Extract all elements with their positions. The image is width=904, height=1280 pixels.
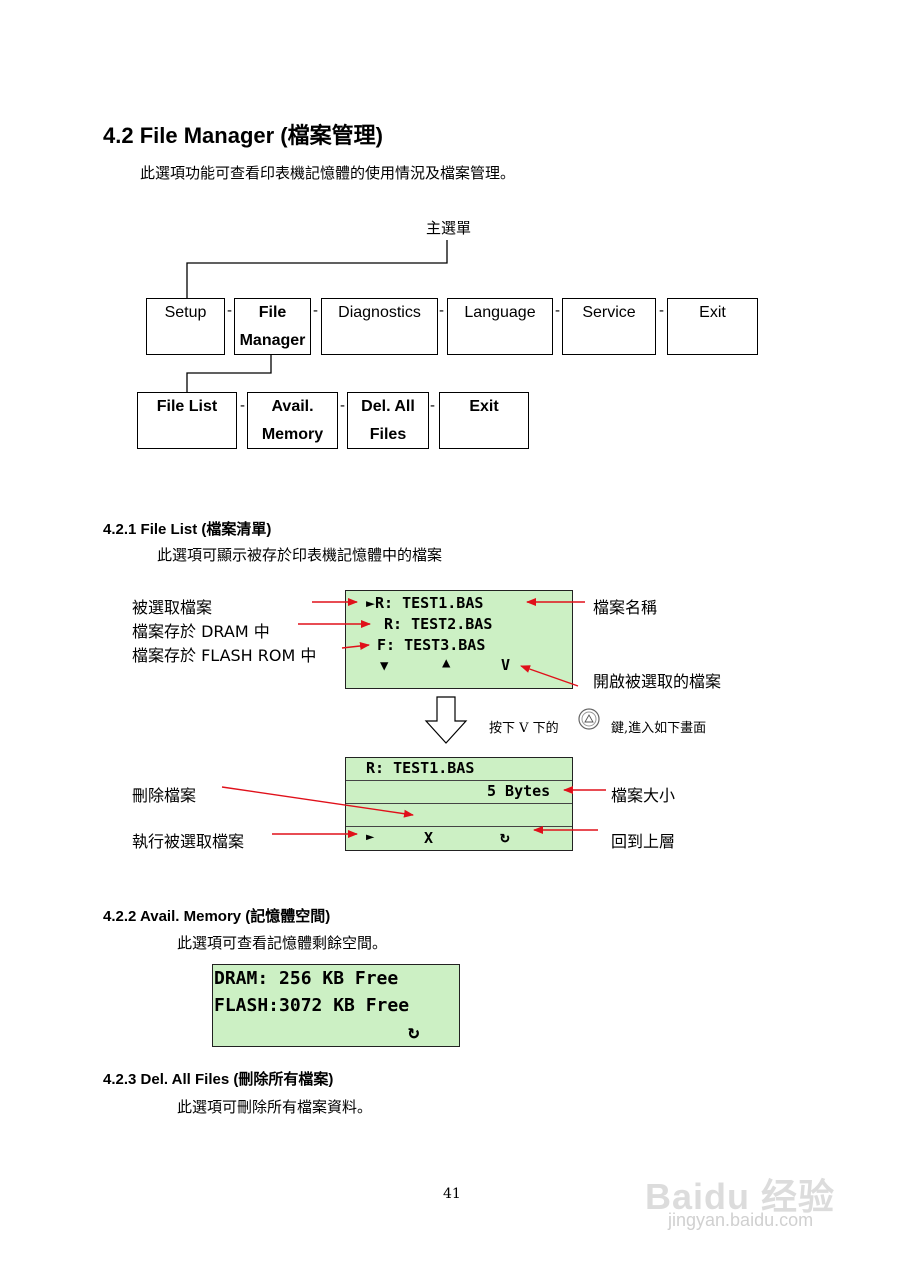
menu-language-label: Language xyxy=(464,304,536,321)
menu-sep: - xyxy=(240,397,245,414)
submenu-avail-memory: Avail. Memory xyxy=(247,392,338,449)
delete-x-icon: X xyxy=(424,829,434,847)
down-arrow-icon: ▼ xyxy=(380,658,389,674)
detail-file-size: 5 Bytes xyxy=(487,782,551,800)
submenu-memory-label: Memory xyxy=(261,426,324,443)
submenu-exit: Exit xyxy=(439,392,529,449)
label-selected-file: 被選取檔案 xyxy=(132,598,213,617)
menu-sep: - xyxy=(227,302,232,319)
menu-service: Service xyxy=(562,298,656,355)
menu-diagnostics: Diagnostics xyxy=(321,298,438,355)
memory-lcd: DRAM: 256 KB Free FLASH:3072 KB Free ↻ xyxy=(212,964,460,1047)
submenu-avail-label: Avail. xyxy=(271,398,314,415)
detail-file-name: R: TEST1.BAS xyxy=(366,759,475,777)
lcd-line-2: R: TEST2.BAS xyxy=(384,615,493,633)
menu-sep: - xyxy=(555,302,560,319)
menu-sep: - xyxy=(430,397,435,414)
subsection-title-file-list: 4.2.1 File List (檔案清單) xyxy=(103,521,272,538)
return-icon: ↻ xyxy=(500,827,510,846)
subsection-desc-file-list: 此選項可顯示被存於印表機記憶體中的檔案 xyxy=(157,546,443,564)
up-arrow-icon: ▲ xyxy=(442,655,451,671)
lcd-divider xyxy=(346,826,572,827)
dram-free-line: DRAM: 256 KB Free xyxy=(214,968,399,989)
label-open-selected: 開啟被選取的檔案 xyxy=(593,672,722,691)
play-icon: ► xyxy=(366,829,375,845)
menu-setup: Setup xyxy=(146,298,225,355)
menu-diagnostics-label: Diagnostics xyxy=(338,304,421,321)
label-delete-file: 刪除檔案 xyxy=(132,786,197,805)
submenu-del-all-label: Del. All xyxy=(361,398,415,415)
label-back-upper: 回到上層 xyxy=(611,832,676,851)
menu-sep: - xyxy=(313,302,318,319)
menu-file-label: File xyxy=(258,304,287,321)
menu-sep: - xyxy=(659,302,664,319)
label-file-name: 檔案名稱 xyxy=(593,598,658,617)
lcd-line-3: F: TEST3.BAS xyxy=(377,636,486,654)
menu-exit-label: Exit xyxy=(699,304,726,321)
menu-sep: - xyxy=(439,302,444,319)
lcd-divider xyxy=(346,803,572,804)
menu-setup-label: Setup xyxy=(164,304,207,321)
subsection-title-avail-memory: 4.2.2 Avail. Memory (記憶體空間) xyxy=(103,908,331,925)
subsection-desc-avail-memory: 此選項可查看記憶體剩餘空間。 xyxy=(177,934,388,952)
press-instruction-after: 鍵,進入如下畫面 xyxy=(611,721,707,736)
menu-language: Language xyxy=(447,298,553,355)
menu-exit: Exit xyxy=(667,298,758,355)
open-key-label: V xyxy=(501,656,511,674)
label-dram-file: 檔案存於 DRAM 中 xyxy=(132,622,270,641)
watermark-brand: Baidu 经验 xyxy=(645,1176,836,1217)
menu-service-label: Service xyxy=(582,304,636,321)
press-instruction-before: 按下 V 下的 xyxy=(489,721,559,736)
lcd-divider xyxy=(346,780,572,781)
lcd-line-1: ►R: TEST1.BAS xyxy=(366,594,484,612)
flash-free-line: FLASH:3072 KB Free xyxy=(214,995,410,1016)
label-execute-file: 執行被選取檔案 xyxy=(132,832,245,851)
subsection-desc-del-all: 此選項可刪除所有檔案資料。 xyxy=(177,1098,373,1116)
page-number: 41 xyxy=(443,1186,461,1202)
file-list-lcd: ►R: TEST1.BAS R: TEST2.BAS F: TEST3.BAS … xyxy=(345,590,573,689)
menu-sep: - xyxy=(340,397,345,414)
main-menu-label: 主選單 xyxy=(426,219,472,237)
menu-manager-label: Manager xyxy=(239,332,306,349)
file-detail-lcd: R: TEST1.BAS 5 Bytes ► X ↻ xyxy=(345,757,573,851)
subsection-title-del-all: 4.2.3 Del. All Files (刪除所有檔案) xyxy=(103,1071,334,1088)
label-flash-file: 檔案存於 FLASH ROM 中 xyxy=(132,646,317,665)
baidu-watermark-logo: Baidu 经验 xyxy=(645,1168,835,1220)
watermark-url: jingyan.baidu.com xyxy=(668,1210,814,1230)
label-file-size: 檔案大小 xyxy=(611,786,676,805)
submenu-file-list-label: File List xyxy=(156,398,218,415)
section-title: 4.2 File Manager (檔案管理) xyxy=(103,123,383,148)
submenu-exit-label: Exit xyxy=(469,398,499,415)
submenu-files-label: Files xyxy=(369,426,407,443)
return-icon: ↻ xyxy=(408,1021,420,1043)
submenu-file-list: File List xyxy=(137,392,237,449)
section-description: 此選項功能可查看印表機記憶體的使用情況及檔案管理。 xyxy=(140,164,516,182)
